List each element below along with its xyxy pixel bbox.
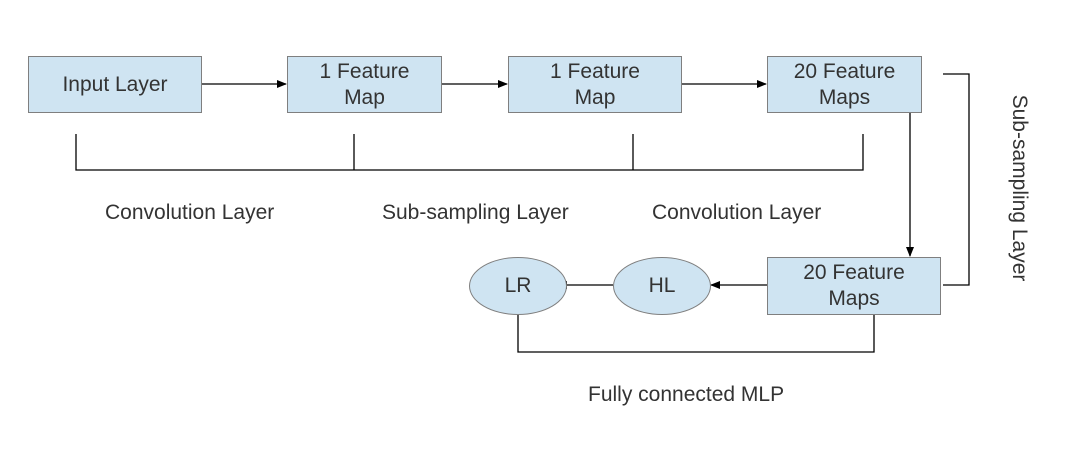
feature-map-1-node: 1 Feature Map xyxy=(287,56,442,113)
input-layer-node: Input Layer xyxy=(28,56,202,113)
convolution-layer-label-1: Convolution Layer xyxy=(105,201,275,224)
feature-maps-20-bottom-node: 20 Feature Maps xyxy=(767,257,941,315)
fully-connected-mlp-label: Fully connected MLP xyxy=(588,383,785,406)
feature-maps-20-top-node: 20 Feature Maps xyxy=(767,56,922,113)
hl-node: HL xyxy=(613,257,711,315)
layer-bracket xyxy=(75,134,864,171)
mlp-bracket xyxy=(517,314,875,353)
convolution-layer-label-2: Convolution Layer xyxy=(652,201,822,224)
sub-sampling-layer-vertical-label: Sub-sampling Layer xyxy=(1008,94,1031,282)
sub-sampling-layer-label: Sub-sampling Layer xyxy=(382,201,569,224)
lr-node: LR xyxy=(469,257,567,315)
feature-map-1b-node: 1 Feature Map xyxy=(508,56,682,113)
subsampling-bracket xyxy=(943,73,970,286)
